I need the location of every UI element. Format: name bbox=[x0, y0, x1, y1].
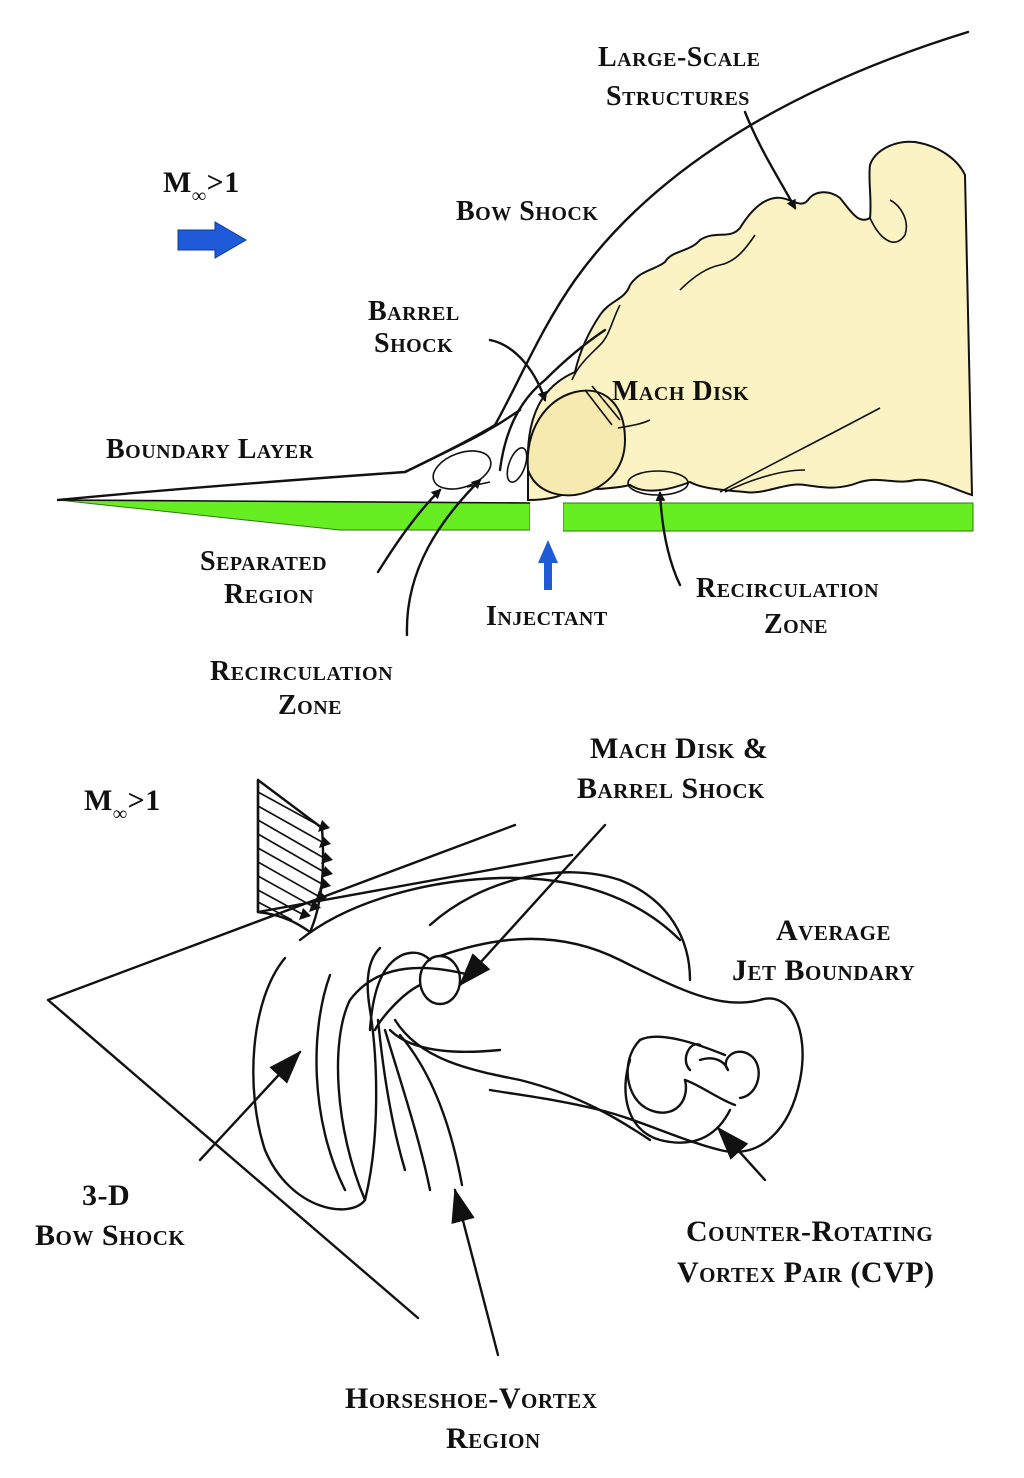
avg-jet-label-2: Jet Boundary bbox=[732, 954, 915, 987]
horseshoe-label-1: Horseshoe-Vortex bbox=[345, 1382, 597, 1415]
recirc-zone-left bbox=[506, 447, 528, 483]
top-mach-label: M∞>1 bbox=[163, 166, 240, 207]
bow-shock-line bbox=[403, 30, 970, 474]
separated-region-ellipse bbox=[432, 450, 492, 490]
injectant-arrow bbox=[538, 540, 558, 590]
separated-region-label-2: Region bbox=[224, 579, 314, 610]
horseshoe-label-2: Region bbox=[446, 1422, 541, 1455]
recirc-right-label-1: Recirculation bbox=[696, 573, 879, 604]
barrel-shock-label-2: Shock bbox=[374, 328, 453, 359]
cvp-rolls bbox=[624, 1035, 760, 1144]
top-diagram: M∞>1 Large-Scale Structures Bow Shock Ba… bbox=[56, 30, 974, 721]
bottom-diagram: M∞>1 Mach Disk & Barrel Shock Average Je… bbox=[35, 732, 935, 1455]
recirc-right-label-2: Zone bbox=[764, 609, 828, 640]
jet-plume bbox=[527, 140, 974, 502]
flat-plate-right bbox=[562, 502, 974, 532]
mach-disk-label: Mach Disk bbox=[612, 376, 749, 407]
barrel-shock-label-1: Barrel bbox=[368, 296, 460, 327]
average-jet-boundary bbox=[438, 937, 804, 1153]
large-scale-label-1: Large-Scale bbox=[598, 42, 760, 73]
separated-region-label-1: Separated bbox=[200, 546, 327, 577]
freestream-arrow bbox=[177, 221, 247, 259]
velocity-profile bbox=[256, 778, 333, 934]
injectant-label: Injectant bbox=[486, 601, 608, 632]
wall-plane bbox=[46, 823, 517, 1320]
mach-disk-bulb bbox=[526, 389, 627, 497]
mach-disk-ellipse bbox=[418, 954, 462, 1006]
avg-jet-label-1: Average bbox=[776, 914, 891, 947]
large-scale-label-2: Structures bbox=[606, 81, 750, 112]
bow-shock-3d bbox=[252, 956, 472, 1211]
bottom-mach-label: M∞>1 bbox=[84, 784, 161, 825]
mach-disk-barrel-label-2: Barrel Shock bbox=[577, 772, 765, 805]
jet-column bbox=[368, 951, 432, 1032]
mach-disk-barrel-label-1: Mach Disk & bbox=[590, 732, 768, 765]
cvp-label-2: Vortex Pair (CVP) bbox=[677, 1256, 935, 1289]
bow-3d-label-2: Bow Shock bbox=[35, 1219, 185, 1252]
flat-plate-left bbox=[57, 499, 531, 531]
cvp-label-1: Counter-Rotating bbox=[686, 1215, 933, 1248]
recirc-left-label-1: Recirculation bbox=[210, 656, 393, 687]
bow-3d-label-1: 3-D bbox=[82, 1179, 130, 1212]
bow-shock-label: Bow Shock bbox=[456, 196, 598, 227]
recirc-left-label-2: Zone bbox=[278, 690, 342, 721]
boundary-layer-label: Boundary Layer bbox=[106, 434, 314, 465]
